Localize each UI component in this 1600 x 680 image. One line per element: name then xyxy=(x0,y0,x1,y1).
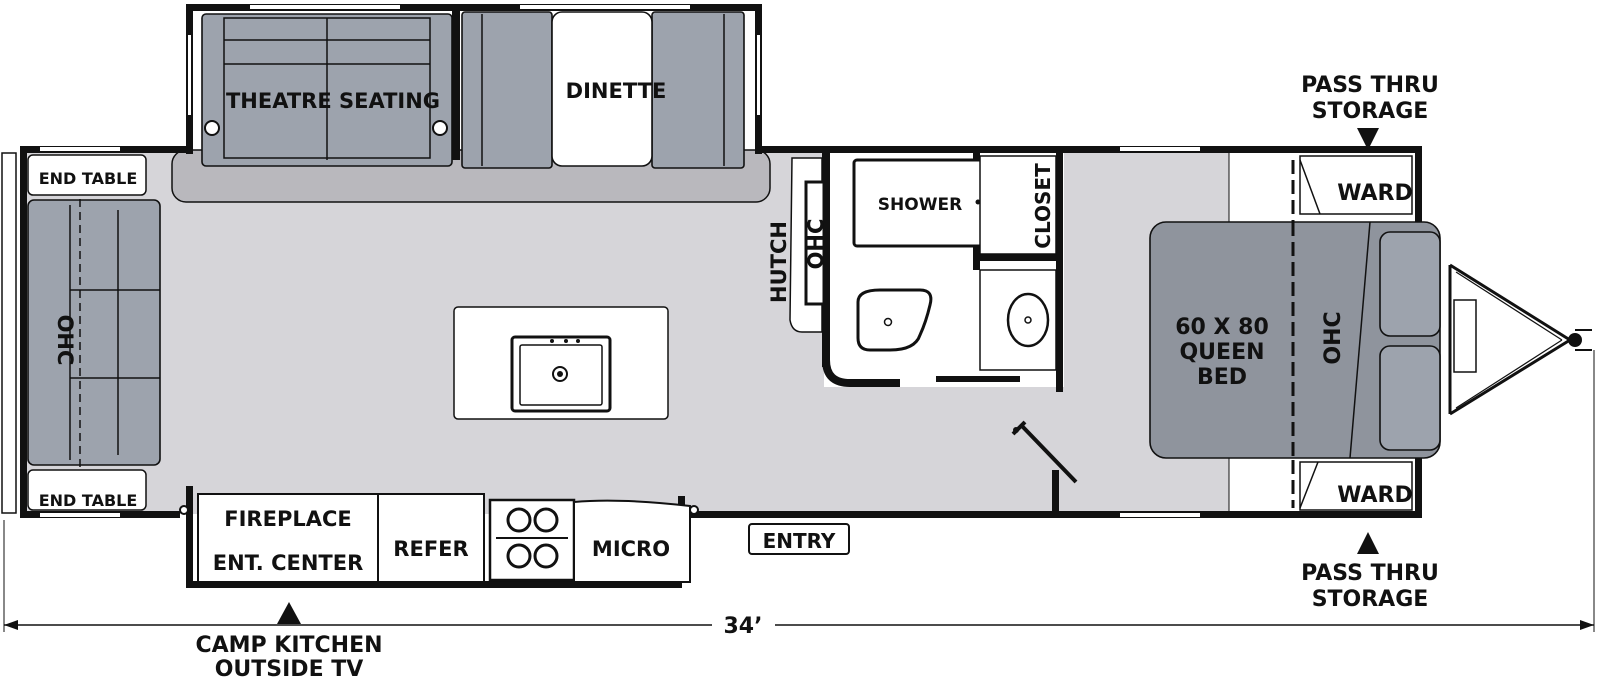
label-fireplace-2: ENT. CENTER xyxy=(213,551,364,575)
label-ward-top: WARD xyxy=(1337,181,1413,206)
label-refer: REFER xyxy=(393,537,468,561)
queen-bed xyxy=(1149,221,1441,459)
label-ward-bottom: WARD xyxy=(1337,483,1413,508)
bathroom xyxy=(852,155,1078,484)
label-pass-bottom-2: STORAGE xyxy=(1312,587,1429,612)
label-ohc-hutch: OHC xyxy=(804,219,828,270)
label-pass-top-1: PASS THRU xyxy=(1301,73,1439,98)
dinette xyxy=(461,11,745,169)
label-closet: CLOSET xyxy=(1031,163,1055,249)
arrow-up-icon-camp xyxy=(277,602,301,624)
label-micro: MICRO xyxy=(592,537,670,561)
ward-bottom xyxy=(1299,461,1413,511)
theatre-seating xyxy=(201,13,453,167)
arrow-up-icon xyxy=(1357,532,1379,554)
label-theatre-seating: THEATRE SEATING xyxy=(226,89,440,113)
label-pass-bottom-1: PASS THRU xyxy=(1301,561,1439,586)
dinette-table xyxy=(551,11,653,167)
vanity-sink-icon xyxy=(1006,292,1050,348)
entry-step xyxy=(748,523,850,555)
rear-sofa xyxy=(1,152,161,514)
label-ohc-left: OHC xyxy=(53,315,77,366)
label-bed-3: BED xyxy=(1197,365,1247,390)
label-ohc-bed: OHC xyxy=(1321,311,1346,364)
label-hutch: HUTCH xyxy=(767,221,791,303)
ward-top xyxy=(1299,155,1413,215)
stove-icon xyxy=(488,498,576,582)
hutch xyxy=(789,157,826,333)
kitchen-island xyxy=(453,306,669,420)
label-pass-top-2: STORAGE xyxy=(1312,99,1429,124)
windows xyxy=(40,5,1200,517)
dimension-line xyxy=(3,350,1595,632)
end-table-top xyxy=(27,154,147,196)
label-end-table-top: END TABLE xyxy=(39,169,138,188)
labels: THEATRE SEATING DINETTE END TABLE END TA… xyxy=(39,73,1439,680)
label-camp-2: OUTSIDE TV xyxy=(215,657,364,680)
label-end-table-bottom: END TABLE xyxy=(39,491,138,510)
arrow-down-icon xyxy=(1357,128,1379,150)
bedroom xyxy=(1149,155,1441,511)
closet xyxy=(979,155,1057,255)
label-length: 34’ xyxy=(724,614,763,639)
door-icon xyxy=(1011,420,1078,484)
label-fireplace-1: FIREPLACE xyxy=(224,507,351,531)
hitch-icon xyxy=(1448,263,1592,416)
label-camp-1: CAMP KITCHEN xyxy=(195,633,382,658)
toilet-icon xyxy=(856,288,933,352)
micro-counter xyxy=(573,499,691,583)
label-bed-2: QUEEN xyxy=(1179,340,1264,365)
refer-cabinet xyxy=(377,493,485,583)
hallway-lower-floor xyxy=(824,387,1064,514)
label-shower: SHOWER xyxy=(878,195,962,215)
label-entry: ENTRY xyxy=(763,529,836,553)
label-bed-1: 60 X 80 xyxy=(1175,315,1269,340)
end-table-bottom xyxy=(27,469,147,511)
label-dinette: DINETTE xyxy=(566,79,667,103)
kitchen-slideout xyxy=(179,493,699,583)
